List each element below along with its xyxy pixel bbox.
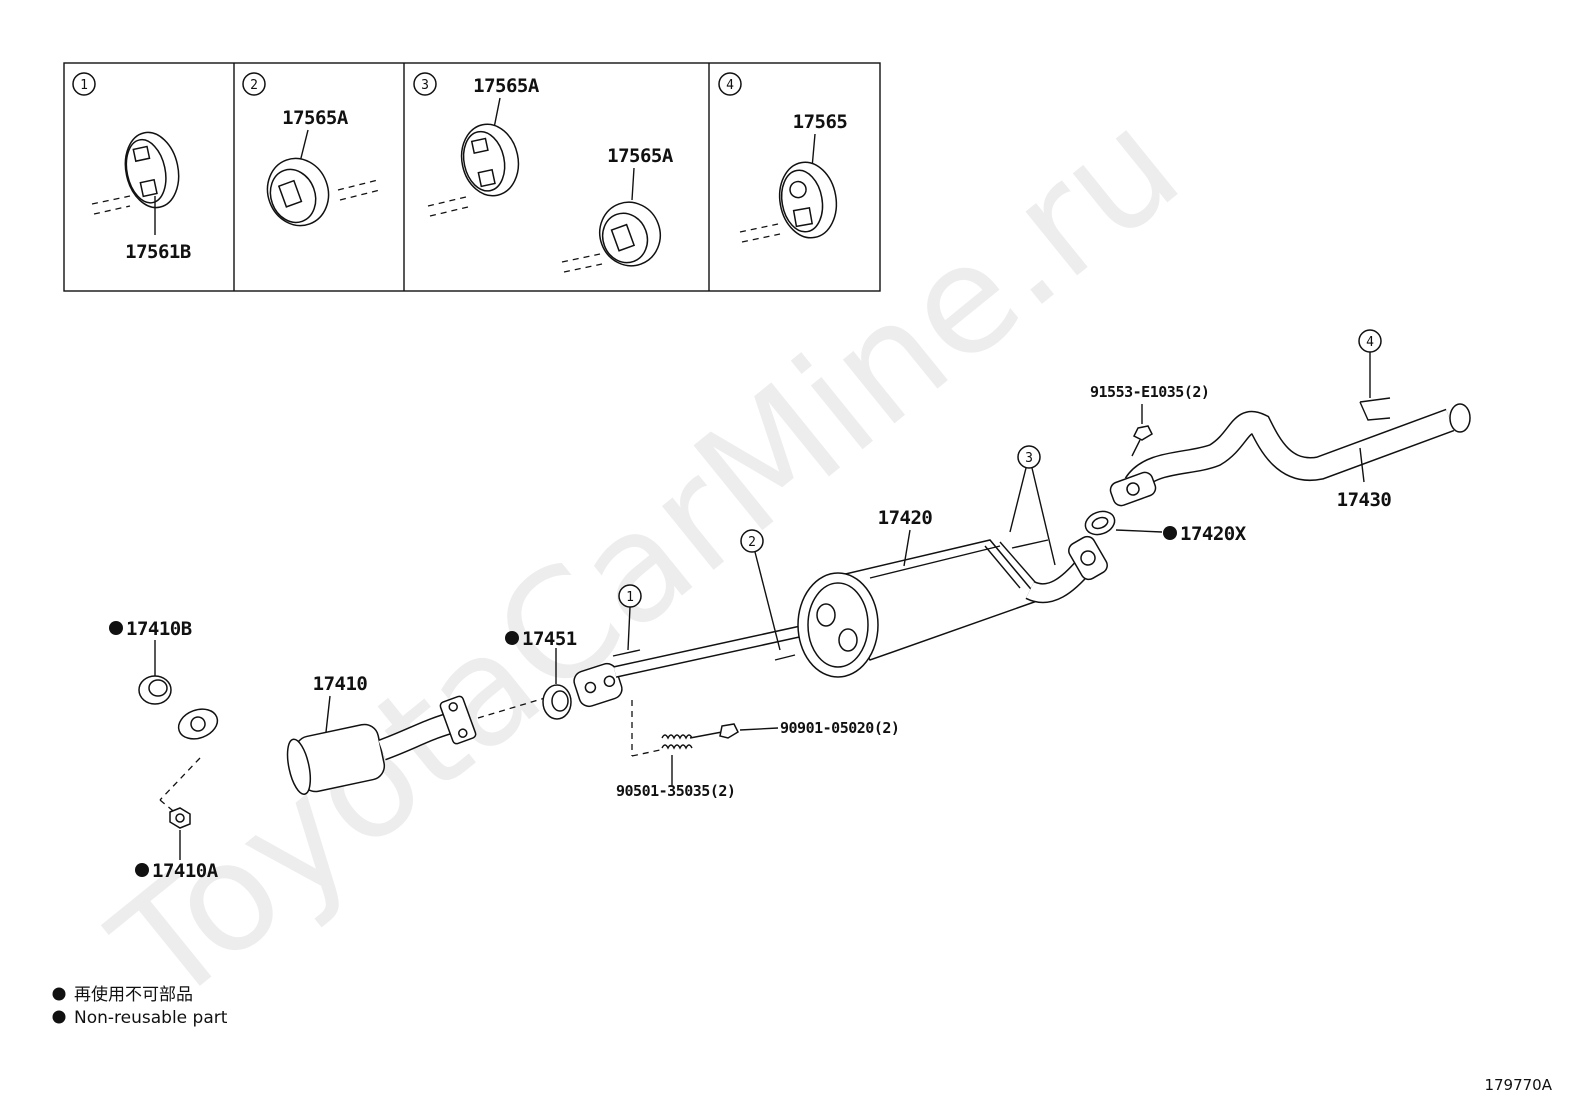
non-reusable-marker: [135, 863, 149, 877]
part-label-17410: 17410: [313, 673, 368, 695]
panel-frame: [63, 62, 881, 292]
callout-2[interactable]: 2: [740, 529, 764, 553]
part-number-label: 17561B: [125, 241, 191, 263]
part-number-label: 17565: [793, 111, 848, 133]
part-number-label: 17565A: [473, 75, 540, 97]
bolt-90901[interactable]: [689, 723, 739, 739]
gasket-17451[interactable]: [542, 684, 572, 720]
non-reusable-marker: [109, 621, 123, 635]
part-number-label: 17565A: [282, 107, 349, 129]
nut-17410a[interactable]: [169, 807, 191, 829]
exhaust-hanger-icon: [266, 157, 330, 227]
callout-1[interactable]: 1: [618, 584, 642, 608]
part-label-91553: 91553-E1035(2): [1090, 383, 1209, 401]
panel-number: 1: [80, 78, 88, 93]
hanger-panel-3[interactable]: 3 17565A 17565A: [413, 72, 674, 274]
legend-line-jp: 再使用不可部品: [74, 984, 193, 1005]
callout-4[interactable]: 4: [1358, 329, 1382, 353]
panel-number: 4: [726, 78, 734, 93]
exhaust-hanger-icon: [460, 123, 520, 197]
exhaust-hanger-icon: [778, 161, 838, 239]
gasket-17410b[interactable]: [138, 675, 172, 705]
part-label-90501: 90501-35035(2): [616, 782, 735, 800]
legend-line-en: Non-reusable part: [74, 1008, 228, 1028]
part-number-label: 17565A: [607, 145, 674, 167]
callout-3[interactable]: 3: [1017, 445, 1041, 469]
exhaust-hanger-icon: [599, 201, 661, 267]
part-label-90901: 90901-05020(2): [780, 719, 899, 737]
part-label-17451: 17451: [522, 628, 577, 650]
gasket-17420x[interactable]: [1082, 508, 1118, 539]
svg-text:4: 4: [1366, 335, 1374, 350]
exhaust-hanger-icon: [124, 131, 180, 209]
hanger-panel-4[interactable]: 4 17565: [718, 72, 848, 243]
non-reusable-marker: [52, 987, 66, 1001]
hanger-panel-2[interactable]: 2 17565A: [242, 72, 381, 234]
diagram-code: 179770A: [1484, 1076, 1552, 1094]
tail-pipe-assembly[interactable]: [1108, 397, 1471, 508]
part-label-17430: 17430: [1337, 489, 1392, 511]
non-reusable-marker: [505, 631, 519, 645]
non-reusable-marker: [1163, 526, 1177, 540]
part-label-17420: 17420: [878, 507, 933, 529]
bolt-91553[interactable]: [1131, 425, 1153, 457]
hanger-panels: 1 17561B 2 17565A: [63, 62, 881, 292]
panel-number: 2: [250, 78, 258, 93]
non-reusable-marker: [52, 1010, 66, 1024]
front-pipe-assembly[interactable]: [174, 695, 477, 796]
svg-text:3: 3: [1025, 451, 1033, 466]
part-label-17410a: 17410A: [152, 860, 219, 882]
legend: 再使用不可部品 Non-reusable part: [52, 984, 228, 1028]
hanger-panel-1[interactable]: 1 17561B: [72, 72, 191, 263]
svg-text:1: 1: [626, 590, 634, 605]
part-label-17420x: 17420X: [1180, 523, 1247, 545]
svg-text:2: 2: [748, 535, 756, 550]
part-label-17410b: 17410B: [126, 618, 192, 640]
spring-90501[interactable]: [661, 734, 693, 750]
panel-number: 3: [421, 78, 429, 93]
center-muffler-assembly[interactable]: [572, 534, 1111, 709]
